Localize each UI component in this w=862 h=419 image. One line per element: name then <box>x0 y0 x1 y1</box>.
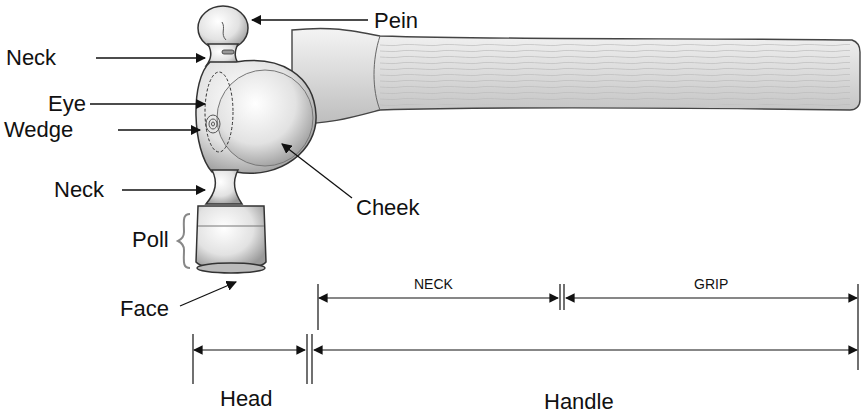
handle <box>292 28 860 124</box>
dimension-label: NECK <box>414 277 453 291</box>
hammer-head <box>196 6 316 273</box>
leader-lines <box>90 20 368 306</box>
poll-brace <box>178 214 190 268</box>
wedge <box>206 115 220 133</box>
part-label: Eye <box>48 93 86 115</box>
part-label: Pein <box>374 10 418 32</box>
part-label: Wedge <box>4 119 73 141</box>
part-label: Poll <box>132 229 169 251</box>
part-label: Face <box>120 298 169 320</box>
dimension-label: GRIP <box>694 277 728 291</box>
part-label: Cheek <box>356 197 420 219</box>
dimension-lines <box>193 284 858 384</box>
dimension-label: Handle <box>544 391 614 413</box>
eye-outline <box>205 72 233 152</box>
part-label: Neck <box>54 179 104 201</box>
dimension-label: Head <box>220 388 273 410</box>
part-label: Neck <box>6 47 56 69</box>
